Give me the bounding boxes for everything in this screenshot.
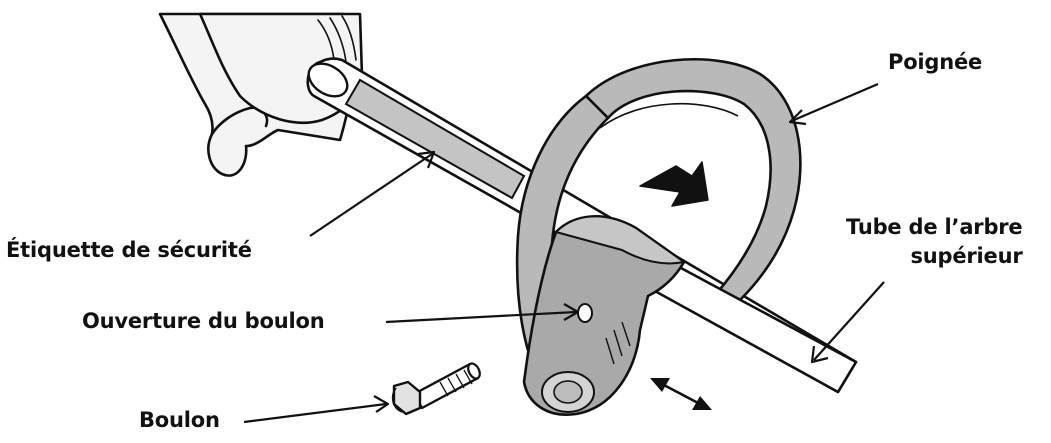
leader-tube xyxy=(813,281,885,361)
clamp-bracket xyxy=(522,215,686,416)
bolt-threads xyxy=(439,369,473,397)
handle-inner-edge xyxy=(599,102,739,129)
leader-safety-head xyxy=(417,150,436,169)
bracket-top-face xyxy=(555,215,685,265)
leader-bolt-hole xyxy=(385,310,577,324)
callout-bolt-hole: Ouverture du boulon xyxy=(82,309,325,333)
leader-hole-head xyxy=(563,303,580,321)
direction-arrow-icon xyxy=(639,161,709,207)
bolt-tip xyxy=(467,362,481,380)
bolt-part xyxy=(391,362,481,416)
bracket-grip-ridges xyxy=(605,321,631,365)
leader-bolt xyxy=(243,402,387,424)
bolt-flange xyxy=(391,387,403,413)
leader-tube-head xyxy=(810,345,829,364)
housing-grip-ridges xyxy=(317,15,357,63)
leader-handle xyxy=(793,82,879,122)
callout-handle: Poignée xyxy=(888,50,983,74)
callout-upper-tube-line1: Tube de l’arbre xyxy=(846,215,1023,239)
bolt-hole xyxy=(577,303,593,323)
tube-end xyxy=(307,62,349,98)
leader-lines xyxy=(243,82,885,424)
leader-safety-label xyxy=(309,153,433,237)
callout-bolt: Boulon xyxy=(139,408,220,432)
bracket-lower-boss-inner xyxy=(553,380,583,404)
finger-curl xyxy=(210,106,269,136)
leader-bolt-head xyxy=(373,395,390,413)
double-arrow-icon xyxy=(650,378,712,410)
leader-handle-head xyxy=(788,109,807,126)
callout-upper-tube: Tube de l’arbre supérieur xyxy=(846,213,1023,271)
safety-label-band xyxy=(344,78,526,200)
callout-upper-tube-line2: supérieur xyxy=(910,244,1023,268)
callout-safety-label: Étiquette de sécurité xyxy=(6,238,252,262)
